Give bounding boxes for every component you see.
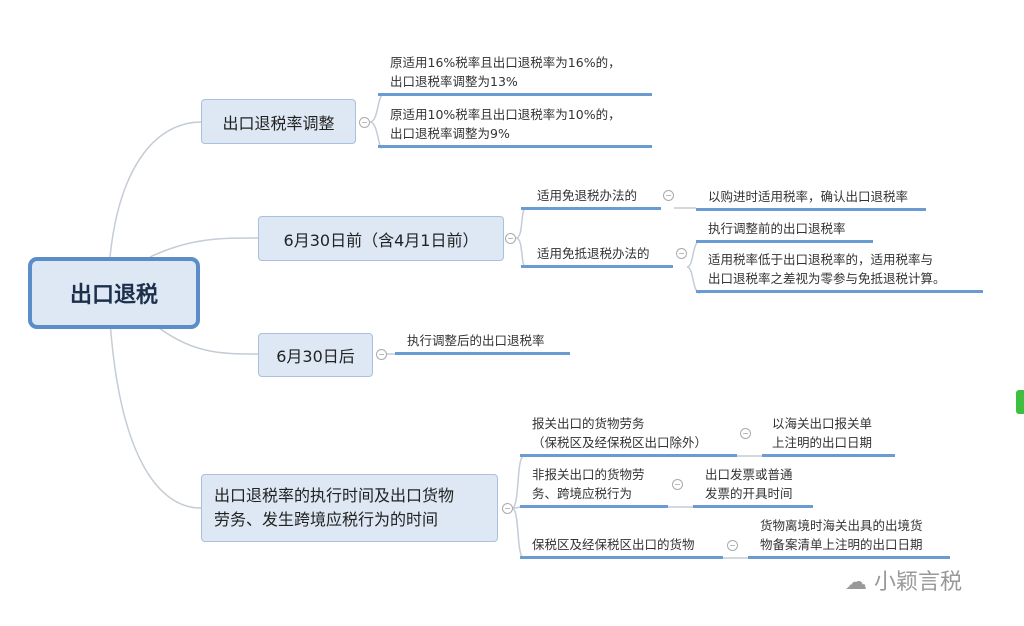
leaf-customs-date[interactable]: 以海关出口报关单 上注明的出口日期 xyxy=(762,414,895,457)
leaf-invoice-time[interactable]: 出口发票或普通 发票的开具时间 xyxy=(693,465,813,508)
leaf-bonded-zone-goods[interactable]: 保税区及经保税区出口的货物 xyxy=(520,535,723,559)
root-node[interactable]: 出口退税 xyxy=(28,257,200,329)
leaf-16-to-13[interactable]: 原适用16%税率且出口退税率为16%的， 出口退税率调整为13% xyxy=(378,53,652,96)
leaf-non-declared-goods[interactable]: 非报关出口的货物劳 务、跨境应税行为 xyxy=(520,465,668,508)
green-edge-mark xyxy=(1016,390,1024,414)
leaf-post-adjust-rate[interactable]: 执行调整后的出口退税率 xyxy=(395,331,570,355)
collapse-icon[interactable]: − xyxy=(359,117,370,128)
leaf-10-to-9[interactable]: 原适用10%税率且出口退税率为10%的， 出口退税率调整为9% xyxy=(378,105,652,148)
collapse-icon[interactable]: − xyxy=(727,540,738,551)
leaf-purchase-rate[interactable]: 以购进时适用税率，确认出口退税率 xyxy=(696,187,926,211)
collapse-icon[interactable]: − xyxy=(740,428,751,439)
leaf-departure-date[interactable]: 货物离境时海关出具的出境货 物备案清单上注明的出口日期 xyxy=(748,516,950,559)
collapse-icon[interactable]: − xyxy=(663,190,674,201)
branch-execution-time[interactable]: 出口退税率的执行时间及出口货物 劳务、发生跨境应税行为的时间 xyxy=(201,474,498,542)
leaf-pre-adjust-rate[interactable]: 执行调整前的出口退税率 xyxy=(696,219,873,243)
wechat-icon: ☁ xyxy=(845,570,867,595)
collapse-icon[interactable]: − xyxy=(505,233,516,244)
collapse-icon[interactable]: − xyxy=(376,349,387,360)
collapse-icon[interactable]: − xyxy=(502,503,513,514)
watermark: ☁ 小颖言税 xyxy=(845,564,962,596)
leaf-exempt-offset-refund[interactable]: 适用免抵退税办法的 xyxy=(521,244,673,268)
branch-before-june-30[interactable]: 6月30日前（含4月1日前） xyxy=(258,216,504,261)
leaf-rate-difference[interactable]: 适用税率低于出口退税率的，适用税率与 出口退税率之差视为零参与免抵退税计算。 xyxy=(696,250,983,293)
watermark-text: 小颖言税 xyxy=(874,570,963,595)
collapse-icon[interactable]: − xyxy=(676,248,687,259)
leaf-customs-declared-goods[interactable]: 报关出口的货物劳务 （保税区及经保税区出口除外） xyxy=(520,414,737,457)
collapse-icon[interactable]: − xyxy=(672,479,683,490)
branch-rate-adjustment[interactable]: 出口退税率调整 xyxy=(201,99,356,144)
leaf-exempt-refund[interactable]: 适用免退税办法的 xyxy=(521,186,661,210)
branch-after-june-30[interactable]: 6月30日后 xyxy=(258,333,373,377)
